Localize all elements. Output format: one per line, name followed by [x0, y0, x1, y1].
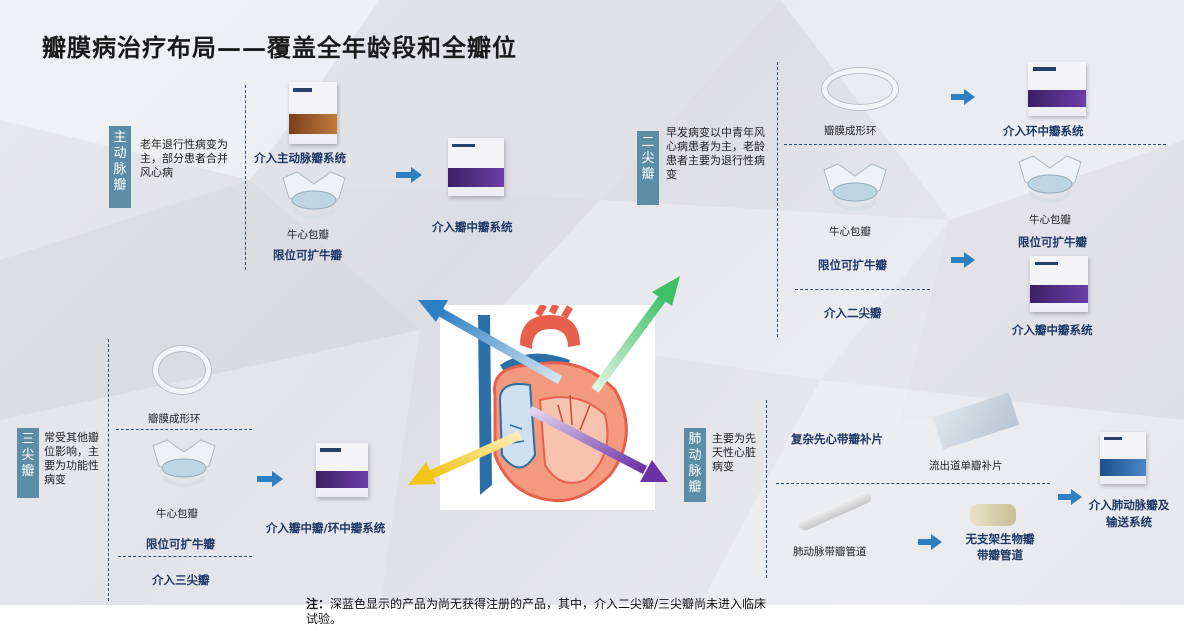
mitral-valve-type-2: 牛心包瓣 — [1029, 214, 1071, 226]
pulmonary-conduit-label: 肺动脉带瓣管道 — [793, 546, 867, 558]
aortic-viv-product-box — [448, 138, 504, 196]
tricuspid-valve-type: 牛心包瓣 — [156, 508, 198, 520]
aortic-arrow-icon — [396, 167, 422, 183]
tricuspid-viv-label: 介入瓣中瓣/环中瓣系统 — [266, 521, 386, 535]
heart-illustration — [440, 305, 655, 510]
pulmonary-row-divider — [776, 483, 1050, 484]
aortic-bovine-valve-image — [282, 171, 346, 219]
mitral-row-divider — [784, 144, 1166, 145]
footnote: 注：深蓝色显示的产品为尚无获得注册的产品，其中，介入二尖瓣/三尖瓣尚未进入临床试… — [306, 597, 776, 627]
tricuspid-annuloplasty-ring-image — [153, 346, 211, 394]
category-pulmonary-label: 肺动脉瓣 — [688, 432, 702, 495]
footnote-label: 注： — [306, 597, 331, 611]
aortic-limited-expand: 限位可扩牛瓣 — [273, 248, 342, 262]
tpvr-product-box — [1100, 432, 1146, 484]
mitral-sub-divider — [795, 289, 930, 290]
page-title: 瓣膜病治疗布局——覆盖全年龄段和全瓣位 — [42, 33, 517, 62]
mitral-transcatheter-label: 介入二尖瓣 — [824, 306, 882, 320]
stentless-text: 无支架生物瓣带瓣管道 — [965, 532, 1035, 562]
category-tricuspid: 三尖瓣 — [17, 428, 39, 498]
tricuspid-viv-product-box — [316, 443, 368, 497]
category-pulmonary: 肺动脉瓣 — [684, 428, 706, 502]
tricuspid-limited-expand: 限位可扩牛瓣 — [146, 537, 215, 551]
purple-arrow — [527, 406, 668, 482]
mitral-divider — [777, 62, 778, 337]
category-tricuspid-label: 三尖瓣 — [21, 432, 35, 479]
category-aortic-label: 主动脉瓣 — [113, 130, 127, 193]
mitral-ring-system-label: 介入环中瓣系统 — [1003, 124, 1084, 138]
mitral-valve-type: 牛心包瓣 — [829, 226, 871, 238]
tricuspid-transcatheter-label: 介入三尖瓣 — [152, 573, 210, 587]
mitral-description: 早发病变以中青年风心病患者为主，老龄患者主要为退行性病变 — [666, 126, 765, 181]
tricuspid-sub-divider — [118, 556, 252, 557]
mitral-bovine-valve-image-2 — [1018, 155, 1082, 203]
aortic-viv-label: 介入瓣中瓣系统 — [432, 220, 513, 234]
mitral-viv-arrow-icon — [951, 252, 975, 268]
pulmonary-description: 主要为先天性心脏病变 — [712, 432, 756, 473]
pulmonary-tpvr-arrow-icon — [1058, 489, 1082, 505]
mitral-limited-expand-2: 限位可扩牛瓣 — [1018, 235, 1087, 249]
aortic-description: 老年退行性病变为主，部分患者合并风心病 — [140, 138, 228, 179]
mitral-limited-expand: 限位可扩牛瓣 — [818, 258, 887, 272]
tricuspid-description: 常受其他瓣位影响，主要为功能性病变 — [44, 431, 99, 486]
aortic-tavr-label: 介入主动脉瓣系统 — [254, 151, 346, 165]
pulmonary-complex-patch-label: 复杂先心带瓣补片 — [791, 432, 883, 446]
pulmonary-stentless-conduit-label: 无支架生物瓣带瓣管道 — [960, 531, 1040, 563]
pulmonary-conduit-arrow-icon — [918, 534, 942, 550]
tricuspid-ring-label: 瓣膜成形环 — [148, 413, 201, 425]
tricuspid-row-divider — [116, 429, 252, 430]
tavr-product-box — [289, 82, 337, 144]
green-arrow — [591, 276, 680, 393]
pulmonary-divider — [766, 400, 767, 578]
footnote-text: 深蓝色显示的产品为尚无获得注册的产品，其中，介入二尖瓣/三尖瓣尚未进入临床试验。 — [306, 597, 767, 626]
mitral-ring-arrow-icon — [951, 89, 975, 105]
tricuspid-bovine-valve-image — [152, 439, 216, 487]
blue-arrow — [418, 300, 563, 384]
mitral-bovine-valve-image — [823, 163, 887, 211]
mitral-ring-label: 瓣膜成形环 — [824, 125, 877, 137]
pulmonary-tpvr-label: 介入肺动脉瓣及输送系统 — [1087, 497, 1171, 531]
center-arrows — [408, 276, 680, 485]
pulmonary-outflow-patch-label: 流出道单瓣补片 — [929, 460, 1003, 472]
category-mitral: 二尖瓣 — [637, 131, 659, 205]
mitral-viv-label: 介入瓣中瓣系统 — [1012, 323, 1093, 337]
yellow-arrow — [408, 430, 522, 485]
category-mitral-label: 二尖瓣 — [641, 135, 655, 182]
tpvr-text: 介入肺动脉瓣及输送系统 — [1088, 498, 1170, 529]
tricuspid-arrow-icon — [257, 471, 283, 487]
mitral-ring-system-box — [1028, 62, 1086, 116]
tricuspid-divider — [108, 339, 109, 601]
mitral-viv-product-box — [1030, 256, 1088, 312]
aortic-valve-type: 牛心包瓣 — [287, 229, 329, 241]
aortic-divider — [245, 85, 246, 270]
stentless-conduit-image — [970, 504, 1016, 526]
category-aortic: 主动脉瓣 — [109, 126, 131, 208]
mitral-annuloplasty-ring-image — [822, 68, 898, 110]
